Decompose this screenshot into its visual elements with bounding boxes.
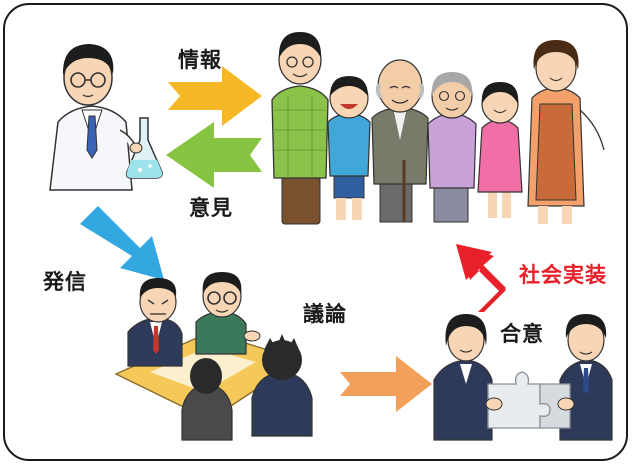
puzzle-agreement-icon xyxy=(433,314,613,441)
family-group-icon xyxy=(271,32,605,225)
implementation-arrow-icon xyxy=(456,244,506,312)
opinion-arrow-icon xyxy=(166,122,262,188)
implementation-label: 社会実装 xyxy=(519,263,607,287)
info-arrow-icon xyxy=(168,66,262,126)
rounded-frame xyxy=(3,3,628,461)
transmit-label: 発信 xyxy=(43,270,87,294)
discussion-arrow-icon xyxy=(340,356,432,412)
meeting-table-icon xyxy=(114,272,313,441)
transmit-arrow-icon xyxy=(80,206,164,280)
agreement-label: 合意 xyxy=(500,322,544,346)
opinion-label: 意見 xyxy=(189,196,233,220)
scientist-with-flask-icon xyxy=(49,44,163,191)
discussion-label: 議論 xyxy=(303,302,347,326)
info-label: 情報 xyxy=(178,48,222,72)
